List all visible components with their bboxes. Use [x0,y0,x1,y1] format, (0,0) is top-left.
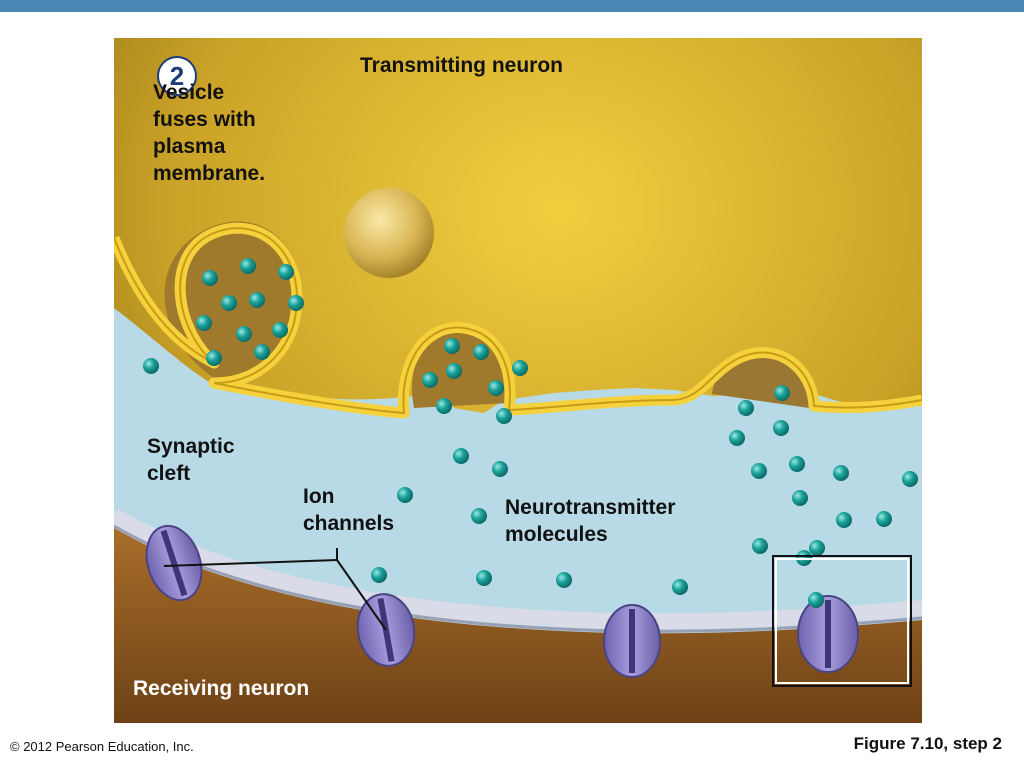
neurotransmitter-molecule [473,344,489,360]
synapse-illustration [114,38,922,723]
label-synaptic-cleft: Synaptic cleft [147,435,235,485]
neurotransmitter-molecule [496,408,512,424]
neurotransmitter-molecule [254,344,270,360]
label-receiving-neuron: Receiving neuron [133,677,310,700]
neurotransmitter-molecule [444,338,460,354]
neurotransmitter-molecule [774,385,790,401]
neurotransmitter-molecule [488,380,504,396]
free-vesicle [344,188,434,278]
step-number-badge: 2 [157,56,197,96]
neurotransmitter-molecule [196,315,212,331]
receiving-neuron-body [114,528,922,723]
neurotransmitter-molecule [236,326,252,342]
neurotransmitter-molecule [397,487,413,503]
neurotransmitter-molecule [512,360,528,376]
ion-channels-callout-lines [163,548,387,631]
neurotransmitter-molecule [476,570,492,586]
ion-channel [145,524,203,602]
neurotransmitter-molecule [876,511,892,527]
presynaptic-membrane-edge [114,227,922,415]
neurotransmitter-molecule [773,420,789,436]
label-transmitting-neuron: Transmitting neuron [360,54,564,77]
neurotransmitter-molecule [672,579,688,595]
figure-reference: Figure 7.10, step 2 [853,734,1002,753]
neurotransmitter-molecule [221,295,237,311]
neurotransmitter-molecule [809,540,825,556]
neurotransmitter-molecule [738,400,754,416]
neurotransmitter-molecule [792,490,808,506]
synapse-scene [114,38,922,723]
highlight-box-inner [775,558,909,684]
neurotransmitter-molecule [371,567,387,583]
neurotransmitter-molecule [471,508,487,524]
label-ion-channels: Ion channels [303,485,395,535]
neurotransmitter-molecule [729,430,745,446]
neurotransmitter-molecule [902,471,918,487]
neurotransmitter-molecule [272,322,288,338]
neurotransmitter-molecule [836,512,852,528]
label-neurotransmitter-molecules: Neurotransmitter molecules [505,496,676,546]
synaptic-cleft-fluid [114,308,922,658]
neurotransmitter-molecule [288,295,304,311]
ion-channel [797,595,859,673]
neurotransmitter-molecule [751,463,767,479]
neurotransmitter-molecule [249,292,265,308]
neurotransmitter-molecule [436,398,452,414]
step-caption: Vesicle fuses with plasma membrane. [153,81,266,185]
top-bar [0,0,1024,12]
ion-channels [145,524,859,678]
ion-channel [603,604,661,678]
copyright-text: © 2012 Pearson Education, Inc. [10,739,194,754]
neurotransmitter-molecule [206,350,222,366]
highlight-box [772,555,912,687]
neurotransmitter-molecule [556,572,572,588]
neurotransmitter-molecule [752,538,768,554]
neurotransmitter-molecule [202,270,218,286]
neurotransmitter-molecule [240,258,256,274]
neurotransmitter-molecule [446,363,462,379]
neurotransmitter-molecules [143,258,918,608]
neurotransmitter-molecule [492,461,508,477]
neurotransmitter-molecule [833,465,849,481]
neurotransmitter-molecule [143,358,159,374]
neurotransmitter-molecule [808,592,824,608]
neurotransmitter-molecule [789,456,805,472]
neurotransmitter-molecule [278,264,294,280]
neurotransmitter-molecule [422,372,438,388]
neurotransmitter-molecule [453,448,469,464]
